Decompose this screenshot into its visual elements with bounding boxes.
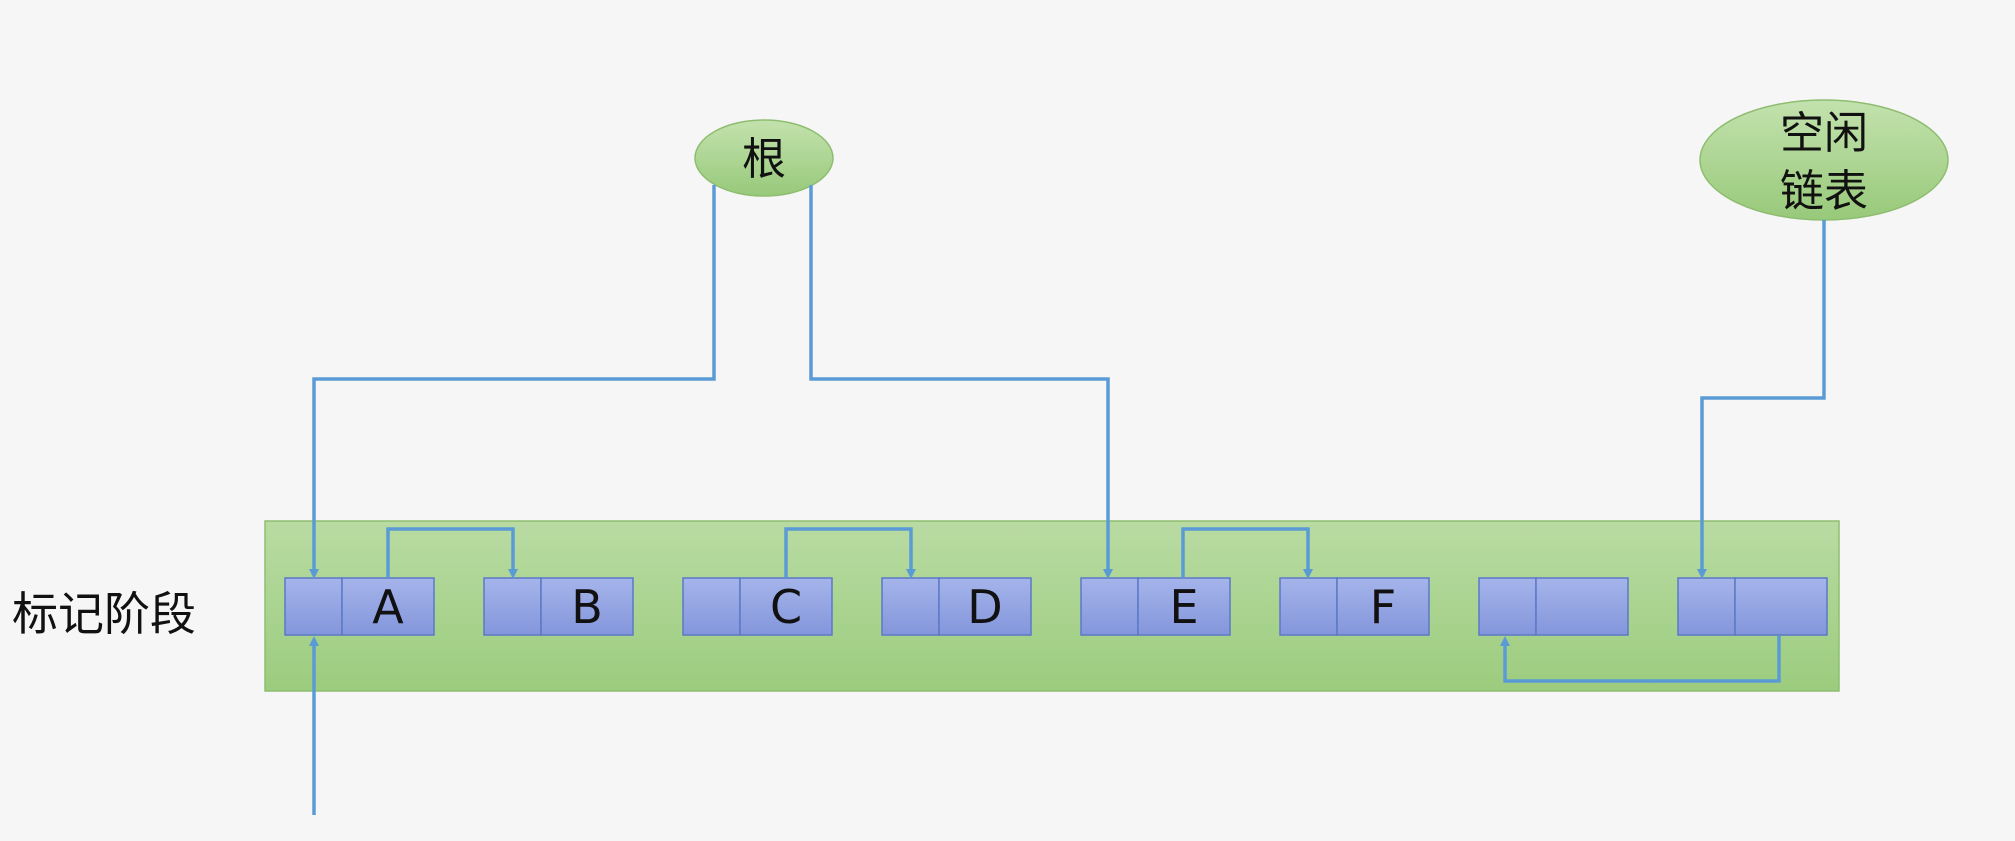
cell-header [483,577,542,636]
heap-cell-4: D [881,577,1032,636]
phase-label: 标记阶段 [12,587,196,641]
cell-header [1478,577,1537,636]
free-list-node-label-line2: 链表 [1780,166,1868,217]
arrow-c-to-d [784,527,916,579]
root-node-label: 根 [742,134,786,185]
cell-header [682,577,741,636]
root-node-shape [694,119,834,197]
heap-cell-1: A [284,577,435,636]
cell-letter: D [967,580,1002,634]
heap-cell-3: C [682,577,833,636]
heap-cell-2: B [483,577,634,636]
arrow-a-to-b [386,527,518,579]
cell-body [938,577,1032,636]
cell-body [1535,577,1629,636]
heap-cell-5: E [1080,577,1231,636]
cell-header [1080,577,1139,636]
heap-cells: A B C D E F [284,577,1828,636]
cell-header [284,577,343,636]
cell-letter: E [1169,580,1198,634]
cell-letter: B [571,580,603,634]
arrow-root-to-a [309,185,716,579]
arrow-free-list-to-cell-8 [1697,220,1826,579]
free-list-node: 空闲 链表 [1699,99,1949,221]
root-node: 根 [694,119,834,197]
cell-body [1137,577,1231,636]
cell-body [1336,577,1430,636]
heap-cell-6: F [1279,577,1430,636]
cell-letter: C [770,580,802,634]
pointer-arrows [309,185,1826,815]
cell-letter: A [372,580,404,634]
cell-body [739,577,833,636]
cell-header [1279,577,1338,636]
cell-header [881,577,940,636]
heap-cell-8 [1677,577,1828,636]
heap-cell-7 [1478,577,1629,636]
cell-letter: F [1370,580,1396,634]
arrow-root-to-e [809,185,1113,579]
cell-body [540,577,634,636]
cell-body [1734,577,1828,636]
arrow-free-chain [1500,636,1781,683]
cell-header [1677,577,1736,636]
free-list-node-label-line1: 空闲 [1780,108,1868,159]
arrow-e-to-f [1181,527,1313,579]
